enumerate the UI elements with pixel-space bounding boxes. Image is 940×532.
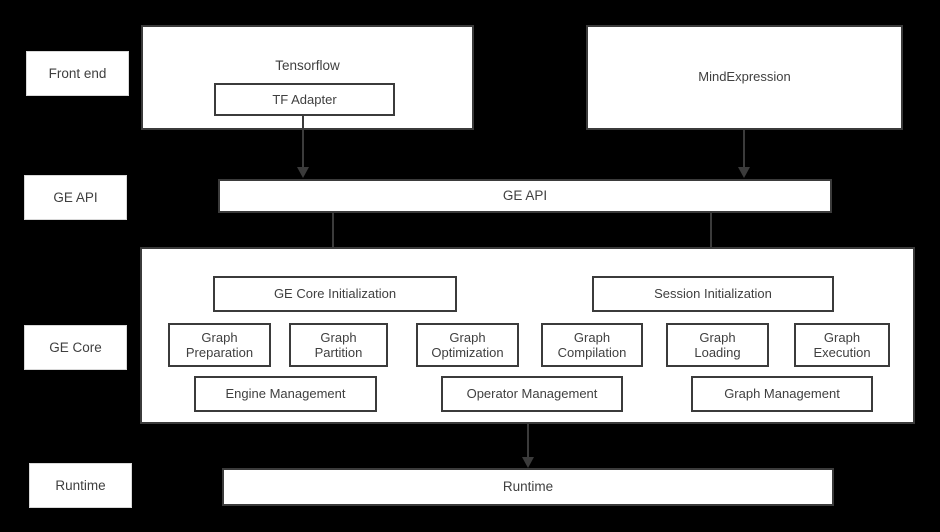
graph-optimization-box[interactable]: Graph Optimization (416, 323, 519, 367)
ge-core-container: GE Core Initialization Session Initializ… (140, 247, 915, 424)
ge-api-bar-label: GE API (502, 188, 548, 204)
graph-compilation-label: Graph Compilation (557, 329, 627, 360)
session-initialization-box[interactable]: Session Initialization (592, 276, 834, 312)
graph-loading-box[interactable]: Graph Loading (666, 323, 769, 367)
graph-preparation-box[interactable]: Graph Preparation (168, 323, 271, 367)
layer-label-front-end: Front end (26, 51, 129, 96)
tf-adapter-box[interactable]: TF Adapter (214, 83, 395, 116)
graph-optimization-label: Graph Optimization (431, 329, 504, 360)
operator-management-box[interactable]: Operator Management (441, 376, 623, 412)
runtime-bar: Runtime (222, 468, 834, 506)
graph-partition-box[interactable]: Graph Partition (289, 323, 388, 367)
graph-management-label: Graph Management (724, 386, 840, 402)
layer-label-ge-api-text: GE API (53, 189, 98, 205)
graph-preparation-label: Graph Preparation (185, 329, 254, 360)
operator-management-label: Operator Management (466, 386, 598, 402)
layer-label-ge-core: GE Core (24, 325, 127, 370)
layer-label-ge-core-text: GE Core (49, 339, 102, 355)
engine-management-label: Engine Management (225, 386, 346, 402)
tensorflow-group: Tensorflow TF Adapter (141, 25, 474, 130)
graph-loading-label: Graph Loading (694, 329, 741, 360)
layer-label-ge-api: GE API (24, 175, 127, 220)
tf-adapter-label: TF Adapter (272, 91, 337, 107)
mindexpression-box: MindExpression (586, 25, 903, 130)
session-initialization-label: Session Initialization (654, 286, 772, 302)
layer-label-front-end-text: Front end (48, 65, 107, 81)
ge-api-bar: GE API (218, 179, 832, 213)
graph-partition-label: Graph Partition (314, 329, 363, 360)
runtime-bar-label: Runtime (502, 479, 554, 495)
engine-management-box[interactable]: Engine Management (194, 376, 377, 412)
tensorflow-title: Tensorflow (275, 58, 340, 73)
layer-label-runtime: Runtime (29, 463, 132, 508)
graph-execution-label: Graph Execution (813, 329, 871, 360)
layer-label-runtime-text: Runtime (55, 477, 106, 493)
graph-compilation-box[interactable]: Graph Compilation (541, 323, 643, 367)
graph-management-box[interactable]: Graph Management (691, 376, 873, 412)
mindexpression-label: MindExpression (698, 69, 791, 85)
graph-execution-box[interactable]: Graph Execution (794, 323, 890, 367)
ge-core-initialization-box[interactable]: GE Core Initialization (213, 276, 457, 312)
ge-core-initialization-label: GE Core Initialization (273, 286, 397, 302)
